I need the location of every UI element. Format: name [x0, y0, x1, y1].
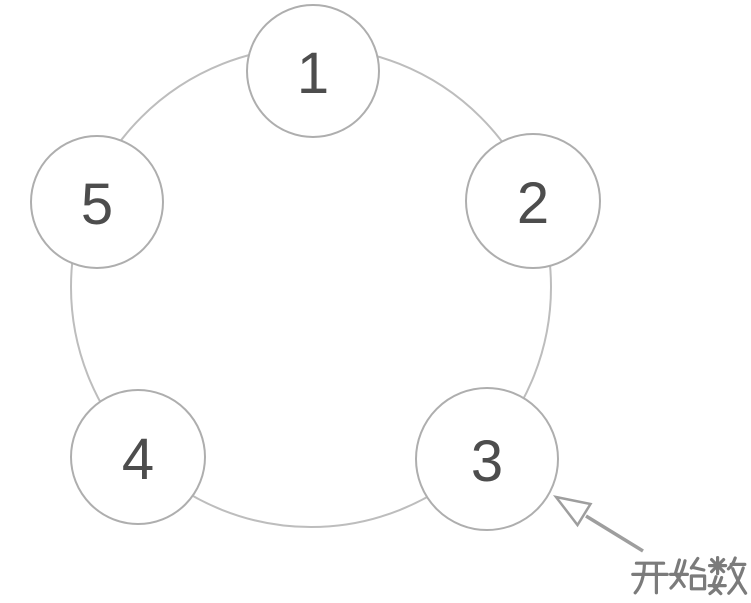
node-label: 5 [81, 172, 113, 237]
node-label: 2 [517, 171, 549, 236]
node-1: 1 [246, 4, 380, 138]
node-label: 3 [471, 429, 503, 494]
node-5: 5 [30, 135, 164, 269]
node-2: 2 [465, 133, 601, 269]
arrow-head-icon [552, 495, 593, 528]
node-circle [70, 389, 206, 525]
node-circle [246, 4, 380, 138]
glyph-shi [669, 556, 707, 591]
node-circle [415, 387, 559, 531]
arrow-shaft [585, 514, 644, 553]
glyph-shu [707, 556, 748, 596]
node-3: 3 [415, 387, 559, 531]
node-4: 4 [70, 389, 206, 525]
node-label: 4 [122, 427, 154, 492]
annotation-arrow [552, 495, 644, 553]
node-circle [30, 135, 164, 269]
node-label: 1 [297, 41, 329, 106]
annotation-text-art [631, 556, 748, 596]
node-circle [465, 133, 601, 269]
glyph-kai [631, 561, 669, 595]
